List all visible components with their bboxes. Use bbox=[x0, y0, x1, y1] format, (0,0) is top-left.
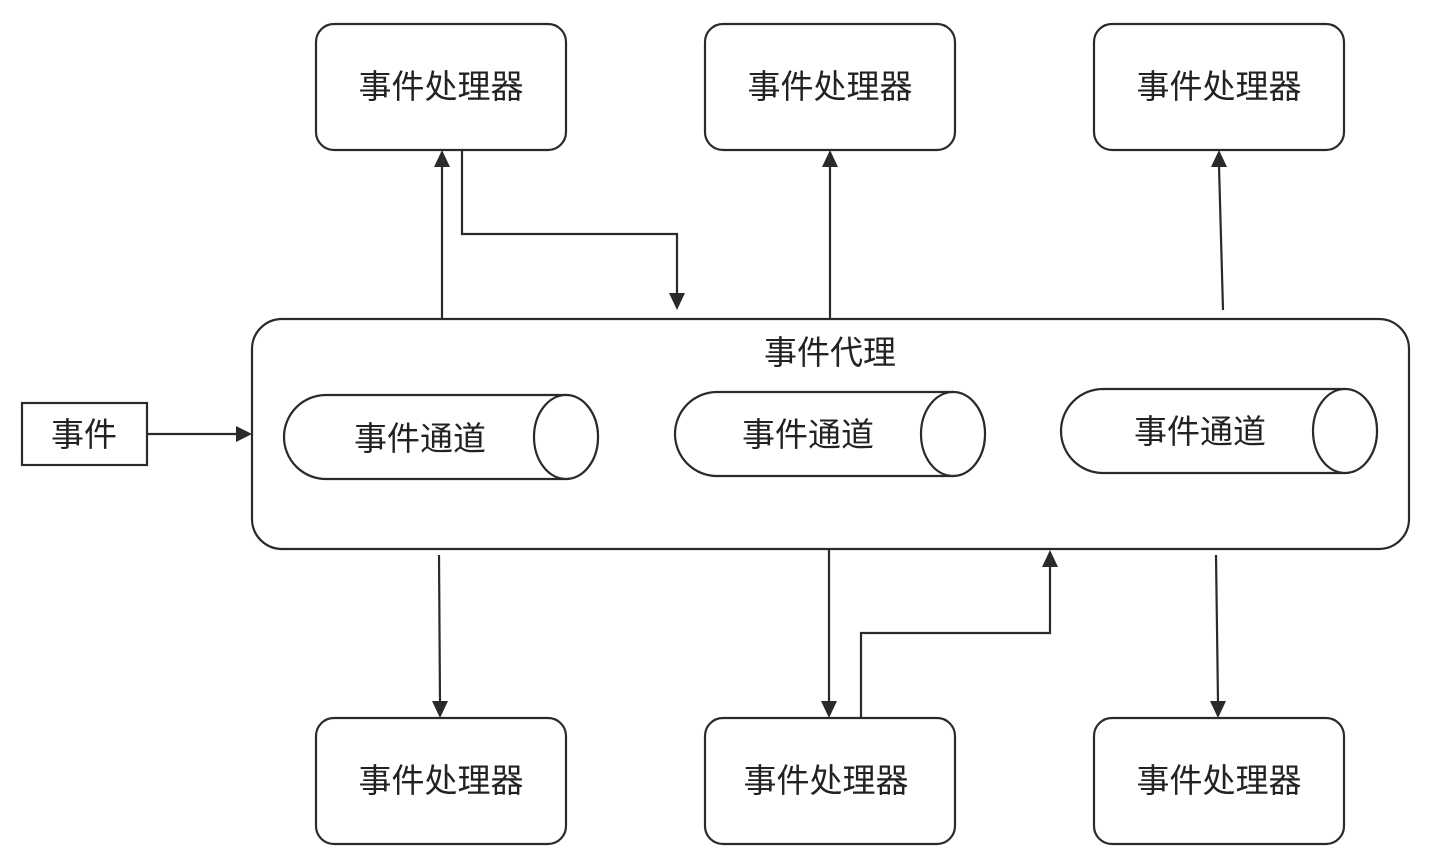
arrow-event-to-broker bbox=[147, 426, 252, 442]
handler-top-3-label: 事件处理器 bbox=[1137, 67, 1302, 106]
handler-bottom-3-box bbox=[1092, 716, 1346, 846]
event-channel-3-label: 事件通道 bbox=[1134, 412, 1266, 451]
event-source-label: 事件 bbox=[51, 415, 117, 454]
event-source-box bbox=[20, 401, 149, 467]
handler-bottom-1-label: 事件处理器 bbox=[359, 761, 524, 800]
arrow-handler-bottom-2-to-broker bbox=[859, 550, 1058, 718]
arrow-broker-to-handler-top-1 bbox=[434, 150, 450, 319]
handler-top-3: 事件处理器 bbox=[1092, 22, 1346, 152]
arrow-broker-to-handler-bottom-1 bbox=[432, 554, 448, 718]
handler-bottom-2-label: 事件处理器 bbox=[744, 761, 909, 800]
handler-bottom-3-label: 事件处理器 bbox=[1137, 761, 1302, 800]
handler-top-1-box bbox=[314, 22, 568, 152]
handler-top-1: 事件处理器 bbox=[314, 22, 568, 152]
event-channel-2-label: 事件通道 bbox=[742, 415, 874, 454]
arrow-broker-to-handler-bottom-2 bbox=[821, 549, 837, 718]
event-channel-3-end bbox=[1311, 387, 1379, 475]
event-broker-title: 事件代理 bbox=[764, 333, 896, 372]
event-channel-3: 事件通道 bbox=[1059, 387, 1379, 475]
arrow-handler-top-1-to-broker bbox=[460, 150, 685, 310]
arrow-broker-to-handler-top-3 bbox=[1211, 150, 1227, 311]
handler-bottom-1: 事件处理器 bbox=[314, 716, 568, 846]
event-channel-1: 事件通道 bbox=[282, 393, 600, 481]
arrow-broker-to-handler-top-2 bbox=[822, 150, 838, 319]
event-source: 事件 bbox=[20, 401, 149, 467]
handler-top-1-label: 事件处理器 bbox=[359, 67, 524, 106]
handler-bottom-2-box bbox=[703, 716, 957, 846]
handler-bottom-3: 事件处理器 bbox=[1092, 716, 1346, 846]
event-channel-1-label: 事件通道 bbox=[354, 419, 486, 458]
event-channel-2: 事件通道 bbox=[673, 390, 987, 478]
handler-bottom-2: 事件处理器 bbox=[703, 716, 957, 846]
handler-top-2: 事件处理器 bbox=[703, 22, 957, 152]
arrow-broker-to-handler-bottom-3 bbox=[1210, 554, 1226, 718]
handler-top-2-label: 事件处理器 bbox=[748, 67, 913, 106]
handler-bottom-1-box bbox=[314, 716, 568, 846]
event-channel-1-end bbox=[532, 393, 600, 481]
event-channel-2-end bbox=[919, 390, 987, 478]
